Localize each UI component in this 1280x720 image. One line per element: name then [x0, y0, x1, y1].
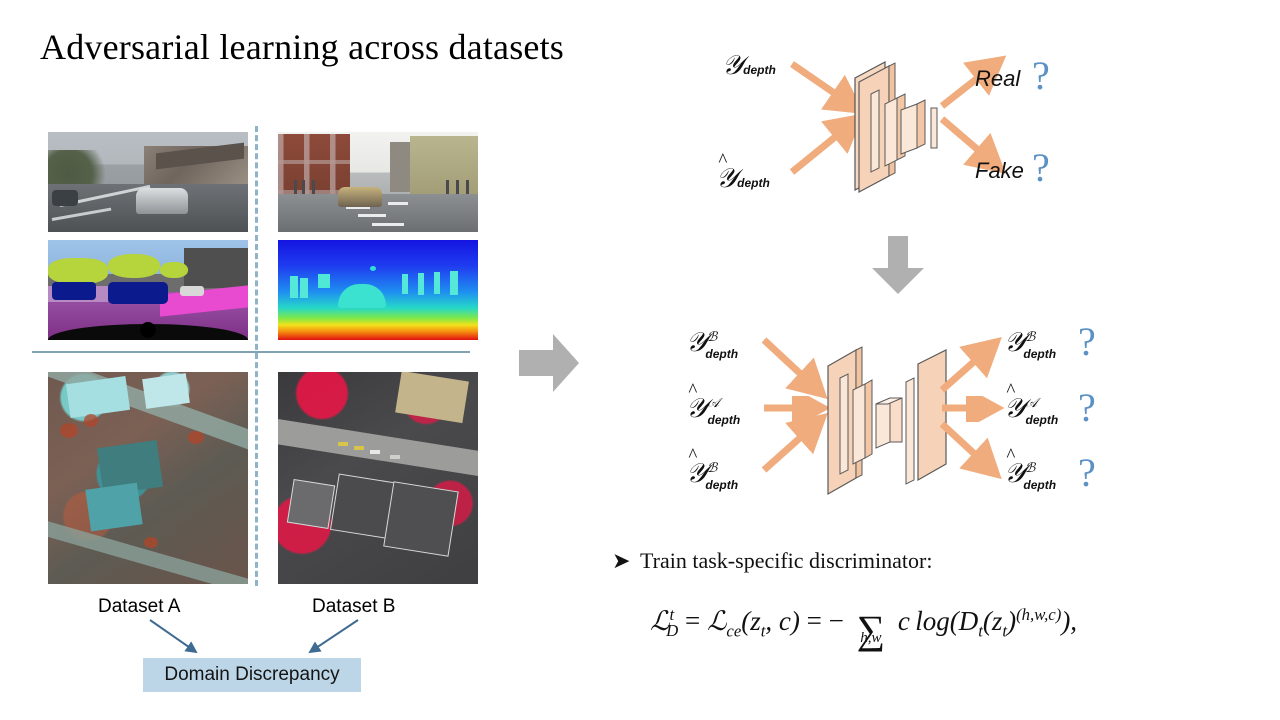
output-arrow-bottom-2: [942, 396, 1005, 422]
formula-equals-1: =: [684, 605, 701, 636]
output-label-yhat-a-depth: ^𝒴𝒜depth: [1004, 380, 1059, 427]
input-label-yhat-b-depth: ^𝒴ℬdepth: [686, 445, 739, 492]
input-arrow-bottom-3: [762, 413, 828, 473]
question-mark-out-1-icon: ?: [1078, 319, 1096, 364]
output-arrow-bottom-3: [940, 421, 1002, 480]
input-arrow-top-1: [790, 61, 865, 114]
question-mark-out-2-icon: ?: [1078, 385, 1096, 430]
flow-arrow-right-icon: [519, 334, 579, 392]
bullet-marker-icon: ➤: [612, 548, 631, 573]
formula-ce: ℒce(zt, c): [706, 605, 800, 641]
output-label-fake: Fake: [975, 158, 1024, 183]
output-arrow-bottom-1: [940, 337, 1002, 393]
formula-lhs: ℒtD: [650, 604, 679, 641]
output-label-yhat-b-depth: ^𝒴ℬdepth: [1004, 445, 1057, 492]
loss-formula: ℒtD = ℒce(zt, c) = − ∑ h,w c log(Dt(zt)(…: [650, 600, 1078, 652]
dataset-a-label: Dataset A: [98, 596, 181, 617]
question-mark-fake-icon: ?: [1032, 145, 1050, 190]
input-label-yhat-depth: ^𝒴depth: [716, 150, 770, 193]
flow-arrow-down-icon: [872, 236, 924, 294]
output-arrow-fake: [940, 116, 1006, 174]
semantic-segmentation-map-image: [48, 240, 248, 340]
domain-discrepancy-label: Domain Discrepancy: [164, 664, 340, 685]
question-mark-out-3-icon: ?: [1078, 450, 1096, 495]
depth-map-image: [278, 240, 478, 340]
output-label-y-b-depth: 𝒴ℬdepth: [1004, 327, 1057, 361]
horizontal-divider: [32, 351, 470, 353]
street-scene-dataset-a-image: [48, 132, 248, 232]
aerial-image-dataset-b-image: [278, 372, 478, 584]
formula-minus: −: [828, 605, 844, 636]
input-arrow-bottom-2: [764, 396, 831, 422]
task-specific-discriminator-network: [827, 346, 947, 496]
dataset-to-discrepancy-arrows: [149, 619, 359, 654]
street-scene-dataset-b-image: [278, 132, 478, 232]
aerial-image-dataset-a-image: [48, 372, 248, 584]
discriminator-network-top: [854, 61, 938, 193]
output-label-real: Real: [975, 66, 1021, 91]
bullet-text: Train task-specific discriminator:: [640, 548, 933, 573]
formula-tail: c log(Dt(zt)(h,w,c)),: [897, 604, 1078, 641]
output-arrow-real: [940, 55, 1007, 109]
input-arrow-bottom-1: [762, 337, 828, 400]
formula-equals-2: =: [806, 605, 822, 636]
input-arrow-top-2: [790, 113, 865, 175]
page-title: Adversarial learning across datasets: [40, 27, 564, 67]
input-label-y-depth: 𝒴depth: [722, 50, 776, 80]
input-label-y-b-depth: 𝒴ℬdepth: [686, 327, 739, 361]
input-label-yhat-a-depth: ^𝒴𝒜depth: [686, 380, 741, 427]
question-mark-real-icon: ?: [1032, 53, 1050, 98]
domain-discrepancy-box: Domain Discrepancy: [143, 658, 361, 692]
dataset-image-panel: [48, 132, 478, 584]
formula-summation: ∑ h,w: [856, 607, 886, 652]
vertical-dashed-divider: [255, 126, 258, 586]
dataset-b-label: Dataset B: [312, 596, 396, 617]
